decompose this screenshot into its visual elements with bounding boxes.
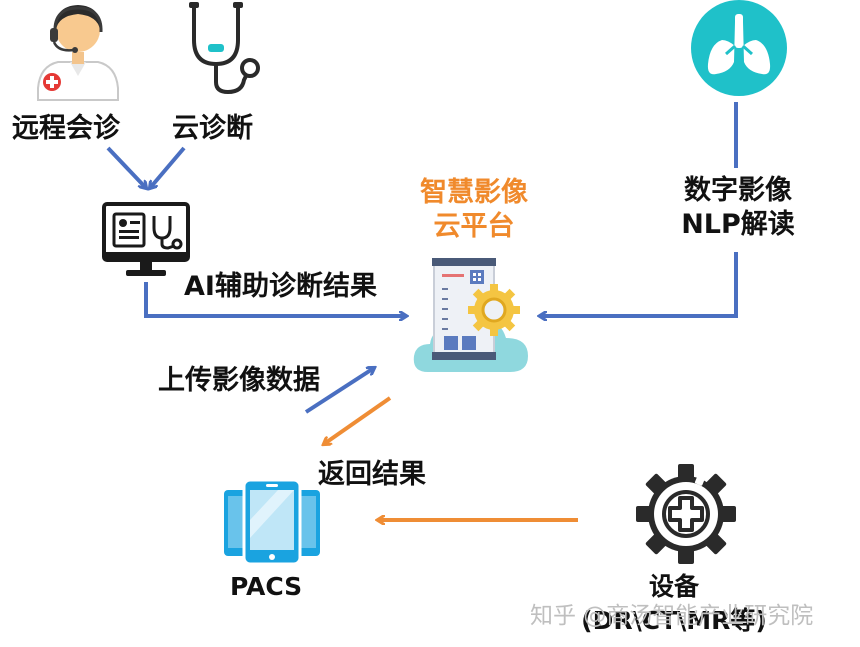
digital-image-line2: NLP解读: [681, 209, 795, 240]
upload-label: 上传影像数据: [158, 365, 320, 396]
pacs-label: PACS: [230, 572, 303, 601]
arrow-upload: [304, 368, 374, 414]
watermark: 知乎 @商汤智能产业研究院: [530, 603, 814, 629]
monitor-icon: [102, 202, 190, 276]
arrow-return: [324, 396, 392, 444]
platform-title-line2: 云平台: [433, 211, 515, 242]
digital-image-line1: 数字影像: [684, 175, 792, 206]
device-line1: 设备: [648, 572, 699, 601]
cloud-platform-icon: [413, 258, 528, 372]
platform-title: 智慧影像 云平台: [410, 176, 538, 244]
remote-consult-label: 远程会诊: [12, 113, 120, 144]
platform-title-line1: 智慧影像: [420, 177, 528, 208]
arrow-monitor-to-platform: [144, 282, 406, 316]
cloud-diagnosis-label: 云诊断: [172, 113, 253, 144]
ai-result-label: AI辅助诊断结果: [184, 271, 377, 302]
device-line2: (DR\CT\MR等): [581, 606, 767, 635]
medical-gear-icon: [636, 464, 736, 564]
stethoscope-icon: [189, 2, 260, 95]
arrow-cloud-to-monitor: [150, 146, 186, 188]
tablet-icon: [224, 478, 320, 566]
arrow-remote-to-monitor: [106, 146, 146, 188]
arrow-nlp-to-platform: [540, 252, 738, 316]
device-label: 设备 (DR\CT\MR等): [576, 570, 772, 638]
digital-image-nlp-label: 数字影像 NLP解读: [670, 174, 806, 242]
lungs-icon: [691, 0, 787, 96]
doctor-icon: [37, 5, 119, 101]
return-result-label: 返回结果: [318, 459, 426, 490]
